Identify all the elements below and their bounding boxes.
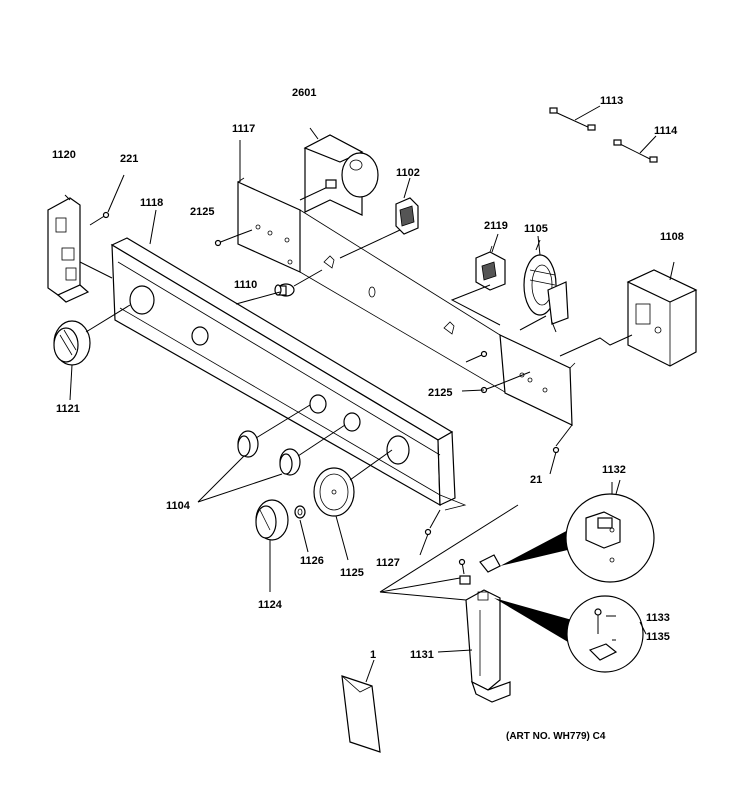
label-1104: 1104 <box>166 500 191 512</box>
screw-21 <box>549 424 573 475</box>
label-1135: 1135 <box>646 631 670 643</box>
label-1113: 1113 <box>600 95 623 107</box>
label-1117: 1117 <box>232 123 255 135</box>
harness-1113 <box>549 105 601 131</box>
timer-2601 <box>299 127 379 216</box>
harness-1114 <box>613 135 658 163</box>
label-1: 1 <box>370 649 376 661</box>
label-1118: 1118 <box>140 197 163 209</box>
label-1132: 1132 <box>602 464 626 476</box>
label-21: 21 <box>530 474 542 486</box>
label-1124: 1124 <box>258 599 283 611</box>
label-2125-lower: 2125 <box>428 387 452 399</box>
callout-1132 <box>500 482 655 583</box>
label-2601: 2601 <box>292 87 316 99</box>
envelope-1 <box>341 659 381 753</box>
label-221: 221 <box>120 153 138 165</box>
switch-2119 <box>450 245 506 326</box>
label-1105: 1105 <box>524 223 548 235</box>
washer-1126 <box>294 505 309 553</box>
rear-bracket-1117 <box>237 177 576 426</box>
dial-1125 <box>313 449 393 561</box>
control-panel-1118 <box>110 237 467 511</box>
module-1108 <box>559 261 698 367</box>
label-1133: 1133 <box>646 612 670 624</box>
switch-1102 <box>339 197 419 259</box>
screw-221 <box>89 174 125 226</box>
label-1110: 1110 <box>234 279 257 291</box>
art-number: (ART NO. WH779) C4 <box>506 731 606 742</box>
label-1121: 1121 <box>56 403 80 415</box>
callout-1133-1135 <box>494 595 647 673</box>
label-2119: 2119 <box>484 220 508 232</box>
knob-1121 <box>53 304 131 401</box>
pressure-switch-1105 <box>519 239 569 333</box>
label-1120: 1120 <box>52 149 76 161</box>
screw-1127 <box>419 509 441 556</box>
screw-2125-upper <box>214 229 253 247</box>
label-1127: 1127 <box>376 557 400 569</box>
knobs-1104 <box>197 404 346 503</box>
label-1126: 1126 <box>300 555 324 567</box>
label-1114: 1114 <box>654 125 678 137</box>
knob-1110 <box>274 269 323 297</box>
label-1131: 1131 <box>410 649 434 661</box>
label-2125-upper: 2125 <box>190 206 214 218</box>
knob-1124 <box>255 499 289 592</box>
label-1108: 1108 <box>660 231 684 243</box>
label-1125: 1125 <box>340 567 364 579</box>
leader-lines <box>149 140 621 495</box>
part-labels: 2601 1113 1114 1120 221 1117 1102 1118 2… <box>52 87 684 742</box>
bracket-1120 <box>47 194 113 303</box>
label-1102: 1102 <box>396 167 420 179</box>
bracket-1131 <box>379 504 519 703</box>
